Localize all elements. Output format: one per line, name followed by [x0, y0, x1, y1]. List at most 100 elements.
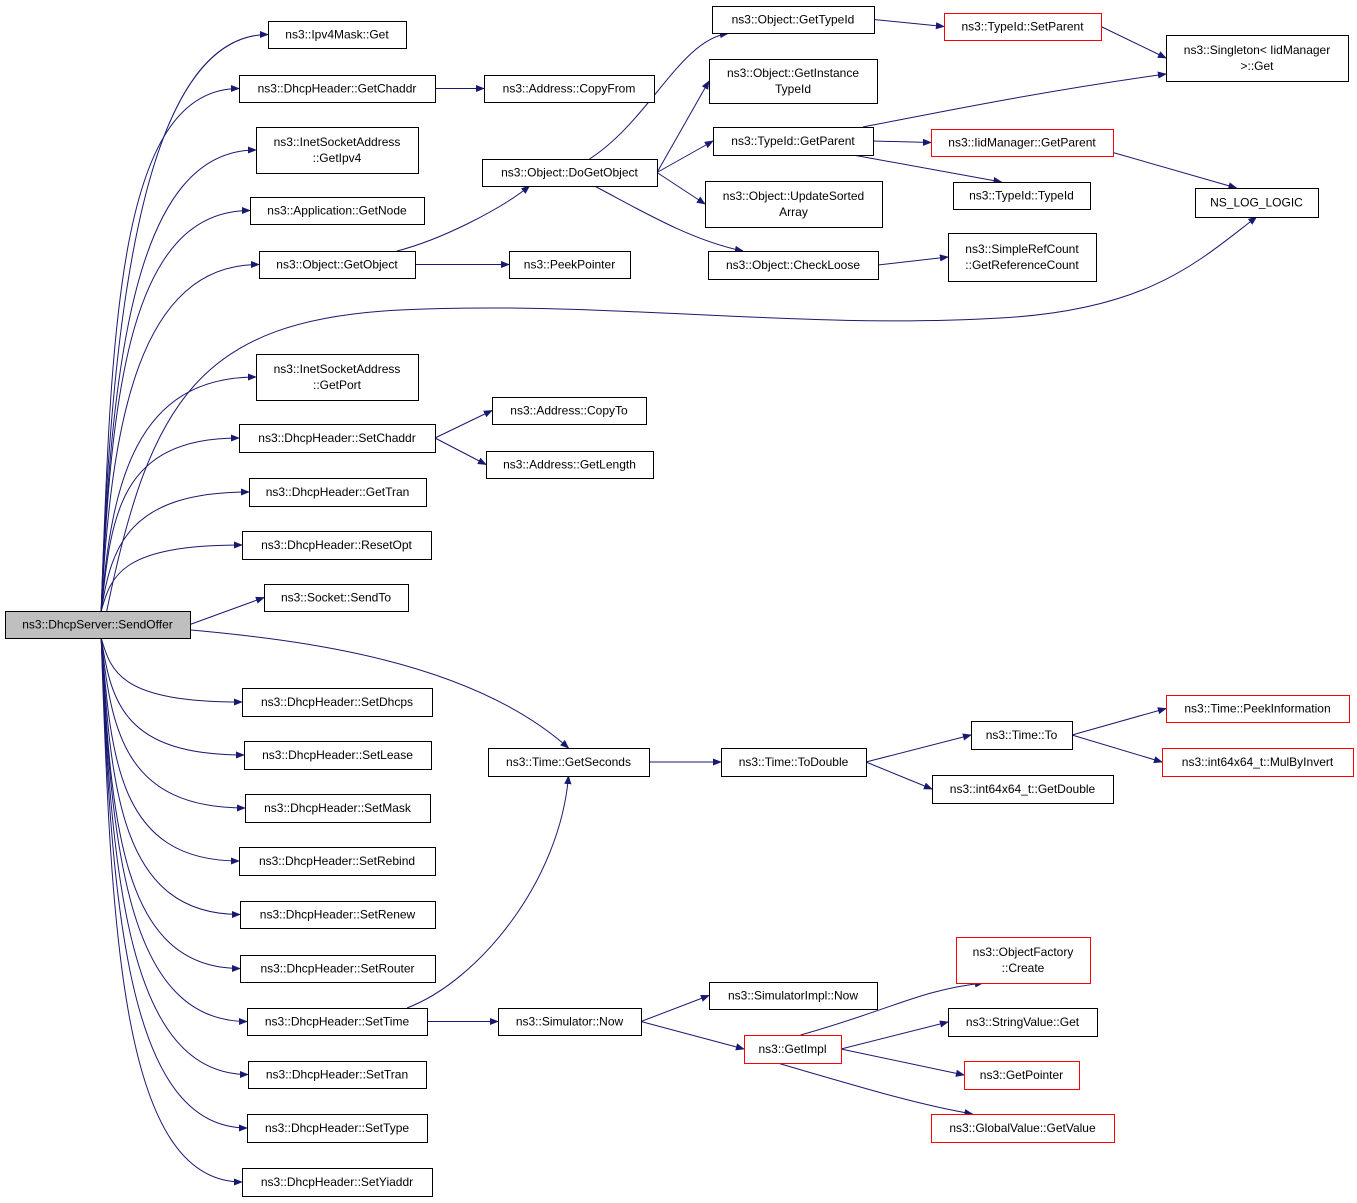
edge-obj_checkloose-to-srefcount_get: [877, 254, 949, 266]
node-box: [249, 478, 427, 507]
node-socket-sendto[interactable]: ns3::Socket::SendTo: [264, 584, 409, 612]
node-peekpointer[interactable]: ns3::PeekPointer: [509, 251, 631, 279]
node-obj-dogetobject[interactable]: ns3::Object::DoGetObject: [482, 159, 658, 187]
node-box: [240, 901, 436, 929]
node-time-to[interactable]: ns3::Time::To: [971, 721, 1073, 750]
node-root[interactable]: ns3::DhcpServer::SendOffer: [5, 611, 191, 639]
node-box: [932, 775, 1114, 804]
node-ipv4mask-get[interactable]: ns3::Ipv4Mask::Get: [268, 21, 407, 49]
node-box: [712, 6, 875, 34]
node-label: ns3::Socket::SendTo: [281, 591, 391, 605]
edge-root-to-set_rebind: [100, 637, 240, 865]
node-label: Array: [779, 205, 808, 219]
node-obj-checkloose[interactable]: ns3::Object::CheckLoose: [708, 251, 879, 280]
node-box: [498, 1008, 642, 1036]
node-typeid-typeid[interactable]: ns3::TypeId::TypeId: [953, 182, 1091, 210]
node-isa-getipv4[interactable]: ns3::InetSocketAddress::GetIpv4: [256, 127, 419, 174]
node-set-tran[interactable]: ns3::DhcpHeader::SetTran: [248, 1061, 427, 1089]
edge-root-to-set_mask: [100, 637, 246, 812]
node-srefcount-get[interactable]: ns3::SimpleRefCount::GetReferenceCount: [948, 233, 1097, 282]
node-label: >::Get: [1240, 59, 1274, 73]
node-getimpl[interactable]: ns3::GetImpl: [744, 1035, 842, 1064]
node-globalvalue-getvalue[interactable]: ns3::GlobalValue::GetValue: [931, 1114, 1115, 1143]
node-label: ns3::DhcpHeader::SetYiaddr: [261, 1175, 413, 1189]
node-obj-getobject[interactable]: ns3::Object::GetObject: [259, 251, 416, 279]
node-label: ns3::TypeId::TypeId: [969, 189, 1074, 203]
node-label: ns3::IidManager::GetParent: [948, 136, 1096, 150]
edge-root-to-get_tran: [100, 488, 250, 612]
edge-set_chaddr-to-addr_copyto: [434, 410, 493, 439]
node-set-dhcps[interactable]: ns3::DhcpHeader::SetDhcps: [242, 688, 433, 717]
node-box: [245, 794, 431, 823]
node-label: ns3::DhcpServer::SendOffer: [22, 618, 173, 632]
edge-root-to-ipv4mask_get: [100, 30, 269, 612]
node-int64-getdouble[interactable]: ns3::int64x64_t::GetDouble: [932, 775, 1114, 804]
node-addr-copyto[interactable]: ns3::Address::CopyTo: [492, 397, 647, 425]
node-iid-getparent[interactable]: ns3::IidManager::GetParent: [931, 129, 1114, 157]
node-addr-copyfrom[interactable]: ns3::Address::CopyFrom: [484, 75, 655, 103]
node-isa-getport[interactable]: ns3::InetSocketAddress::GetPort: [256, 354, 419, 401]
node-obj-gettypeid[interactable]: ns3::Object::GetTypeId: [712, 6, 875, 34]
edge-time_to-to-int64_mulbyinvert: [1071, 734, 1163, 764]
node-label: ns3::Address::GetLength: [503, 458, 636, 472]
node-simimpl-now[interactable]: ns3::SimulatorImpl::Now: [709, 982, 878, 1010]
edge-sim_now-to-getimpl: [640, 1021, 745, 1051]
node-ns-log-logic[interactable]: NS_LOG_LOGIC: [1195, 188, 1319, 218]
node-label: ns3::Time::To: [986, 728, 1058, 742]
node-box: [944, 13, 1102, 41]
node-set-type[interactable]: ns3::DhcpHeader::SetType: [247, 1114, 428, 1143]
node-sim-now[interactable]: ns3::Simulator::Now: [498, 1008, 642, 1036]
node-time-todouble[interactable]: ns3::Time::ToDouble: [721, 748, 867, 777]
node-app-getnode[interactable]: ns3::Application::GetNode: [250, 197, 425, 225]
node-set-lease[interactable]: ns3::DhcpHeader::SetLease: [244, 741, 432, 770]
node-set-chaddr[interactable]: ns3::DhcpHeader::SetChaddr: [239, 424, 436, 453]
node-label: ns3::Address::CopyTo: [510, 404, 628, 418]
node-set-yiaddr[interactable]: ns3::DhcpHeader::SetYiaddr: [242, 1168, 433, 1197]
edge-root-to-socket_sendto: [189, 596, 265, 625]
edge-root-to-set_chaddr: [100, 434, 240, 612]
node-set-rebind[interactable]: ns3::DhcpHeader::SetRebind: [239, 847, 436, 876]
node-getpointer[interactable]: ns3::GetPointer: [964, 1061, 1080, 1090]
node-box: [948, 233, 1097, 282]
edge-typeid_getparent-to-singleton_get: [862, 71, 1167, 128]
node-label: ns3::int64x64_t::MulByInvert: [1182, 755, 1334, 769]
node-time-peekinfo[interactable]: ns3::Time::PeekInformation: [1166, 695, 1350, 723]
node-addr-getlength[interactable]: ns3::Address::GetLength: [486, 451, 654, 479]
node-objfactory-create[interactable]: ns3::ObjectFactory::Create: [956, 937, 1091, 984]
node-label: ns3::ObjectFactory: [973, 945, 1074, 959]
node-typeid-getparent[interactable]: ns3::TypeId::GetParent: [713, 127, 874, 156]
node-label: ns3::Object::CheckLoose: [726, 258, 860, 272]
node-label: ns3::TypeId::GetParent: [731, 134, 855, 148]
node-stringvalue-get[interactable]: ns3::StringValue::Get: [948, 1008, 1098, 1037]
node-set-mask[interactable]: ns3::DhcpHeader::SetMask: [245, 794, 431, 823]
node-singleton-get[interactable]: ns3::Singleton< IidManager>::Get: [1166, 35, 1349, 82]
edge-root-to-get_chaddr: [100, 84, 240, 612]
node-box: [5, 611, 191, 639]
edge-root-to-obj_getobject: [100, 260, 260, 612]
edge-obj_dogetobject-to-typeid_getparent: [656, 140, 714, 173]
edge-root-to-isa_getipv4: [100, 146, 257, 612]
node-box: [240, 955, 436, 983]
node-reset-opt[interactable]: ns3::DhcpHeader::ResetOpt: [242, 531, 432, 560]
node-get-chaddr[interactable]: ns3::DhcpHeader::GetChaddr: [239, 75, 436, 103]
node-label: ns3::DhcpHeader::ResetOpt: [261, 538, 412, 552]
node-time-getseconds[interactable]: ns3::Time::GetSeconds: [488, 748, 650, 777]
node-set-router[interactable]: ns3::DhcpHeader::SetRouter: [240, 955, 436, 983]
node-label: ::Create: [1002, 961, 1045, 975]
node-set-renew[interactable]: ns3::DhcpHeader::SetRenew: [240, 901, 436, 929]
node-label: ns3::DhcpHeader::SetMask: [264, 801, 412, 815]
node-set-time[interactable]: ns3::DhcpHeader::SetTime: [247, 1008, 428, 1036]
node-label: ns3::InetSocketAddress: [274, 135, 401, 149]
node-label: NS_LOG_LOGIC: [1210, 196, 1303, 210]
node-get-tran[interactable]: ns3::DhcpHeader::GetTran: [249, 478, 427, 507]
edge-root-to-isa_getport: [100, 373, 257, 612]
node-label: ns3::Ipv4Mask::Get: [285, 28, 389, 42]
node-typeid-setparent[interactable]: ns3::TypeId::SetParent: [944, 13, 1102, 41]
node-label: ::GetPort: [313, 378, 362, 392]
node-box: [971, 721, 1073, 750]
node-box: [964, 1061, 1080, 1090]
node-int64-mulbyinvert[interactable]: ns3::int64x64_t::MulByInvert: [1162, 748, 1354, 777]
node-label: ns3::InetSocketAddress: [274, 362, 401, 376]
